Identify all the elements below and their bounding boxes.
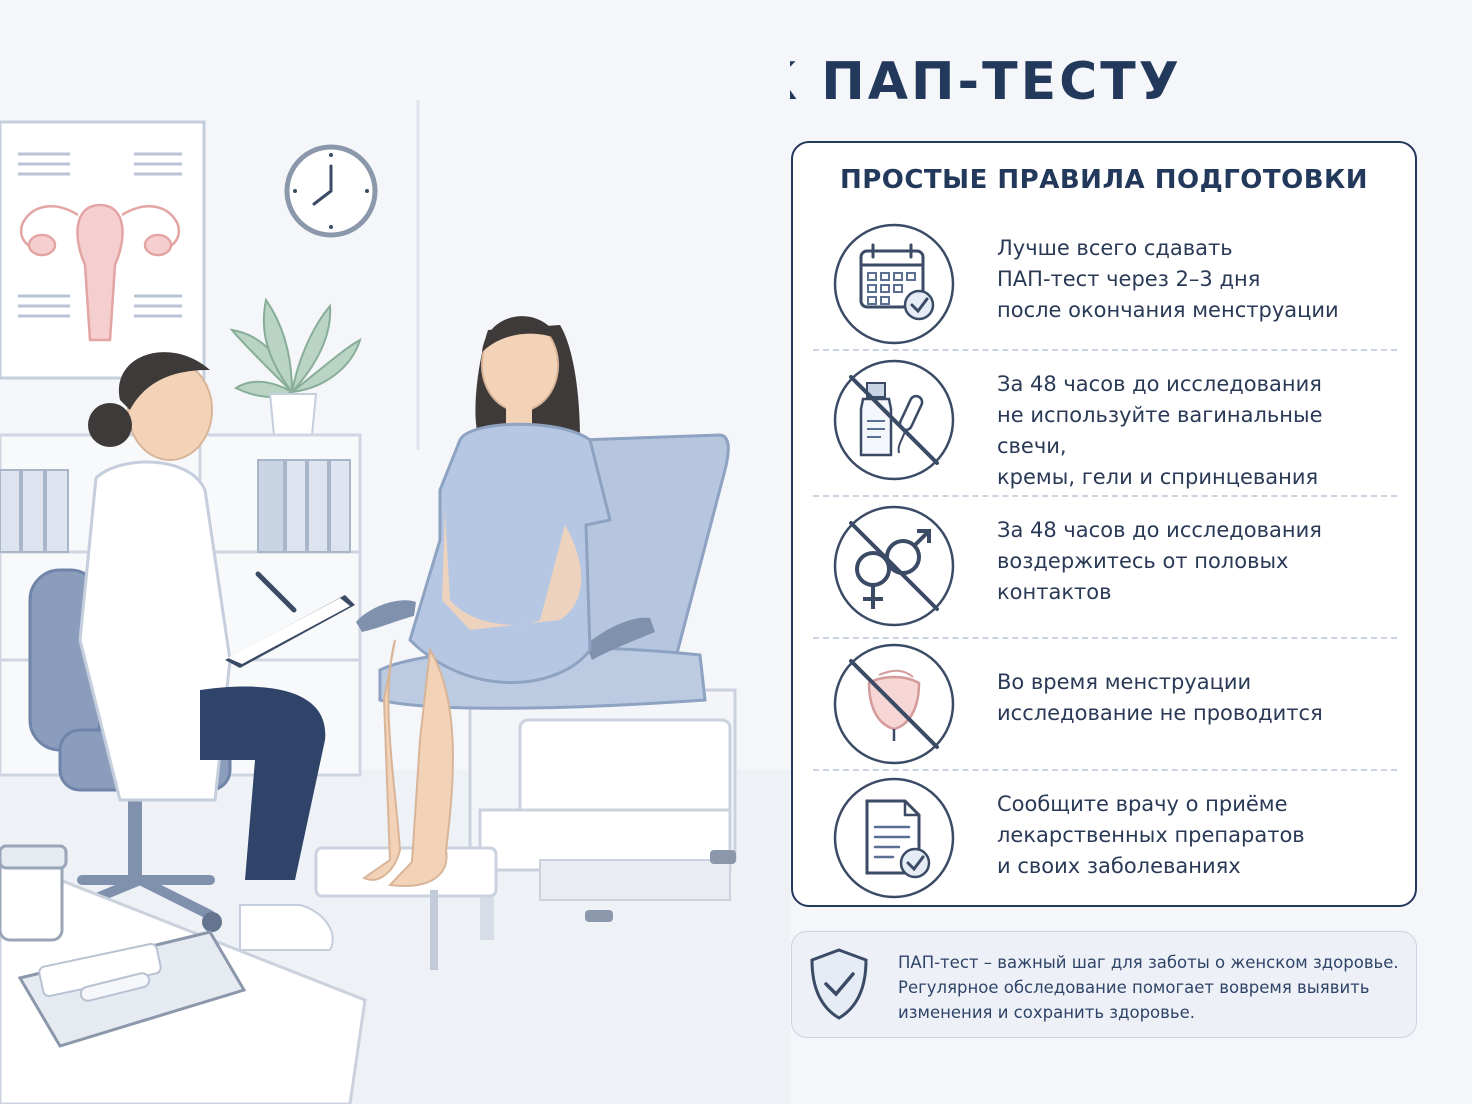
rules-panel: ПРОСТЫЕ ПРАВИЛА ПОДГОТОВКИ Лучше всего с…: [791, 141, 1417, 907]
rule-text: За 48 часов до исследования не используй…: [997, 372, 1323, 489]
rules-heading: ПРОСТЫЕ ПРАВИЛА ПОДГОТОВКИ: [839, 165, 1369, 195]
rule-text: Сообщите врачу о приёме лекарственных пр…: [997, 792, 1305, 878]
rule-text: Во время менструации исследование не про…: [997, 670, 1323, 725]
rule-item: За 48 часов до исследования не используй…: [793, 359, 1415, 489]
binders: [0, 459, 351, 553]
shield-check-icon: [808, 946, 870, 1022]
rule-text: Лучше всего сдавать ПАП-тест через 2–3 д…: [997, 236, 1339, 322]
potted-plant: [229, 297, 362, 436]
rule-item: Лучше всего сдавать ПАП-тест через 2–3 д…: [793, 223, 1415, 353]
footer-note: ПАП-тест – важный шаг для заботы о женск…: [791, 931, 1417, 1038]
rule-item: Сообщите врачу о приёме лекарственных пр…: [793, 777, 1415, 907]
rule-divider: [813, 637, 1397, 639]
anatomy-poster: [0, 120, 206, 380]
rule-divider: [813, 769, 1397, 771]
rule-item: Во время менструации исследование не про…: [793, 643, 1415, 773]
patient-figure: [361, 316, 612, 887]
no-vaginal-products-icon: [833, 359, 955, 481]
wall-clock-icon: [284, 144, 378, 238]
document-check-icon: [833, 777, 955, 899]
doctor-figure: [28, 352, 355, 951]
footer-text: ПАП-тест – важный шаг для заботы о женск…: [898, 953, 1399, 1022]
desk-with-tray: [0, 844, 367, 1104]
no-menstruation-icon: [833, 643, 955, 765]
no-sexual-contact-icon: [833, 505, 955, 627]
examination-chair: [314, 433, 737, 970]
rule-divider: [813, 495, 1397, 497]
rule-item: За 48 часов до исследования воздержитесь…: [793, 505, 1415, 635]
rule-divider: [813, 349, 1397, 351]
calendar-check-icon: [833, 223, 955, 345]
exam-room-illustration: [0, 100, 737, 1104]
rule-text: За 48 часов до исследования воздержитесь…: [997, 518, 1322, 604]
uterus-diagram-icon: [19, 203, 181, 342]
